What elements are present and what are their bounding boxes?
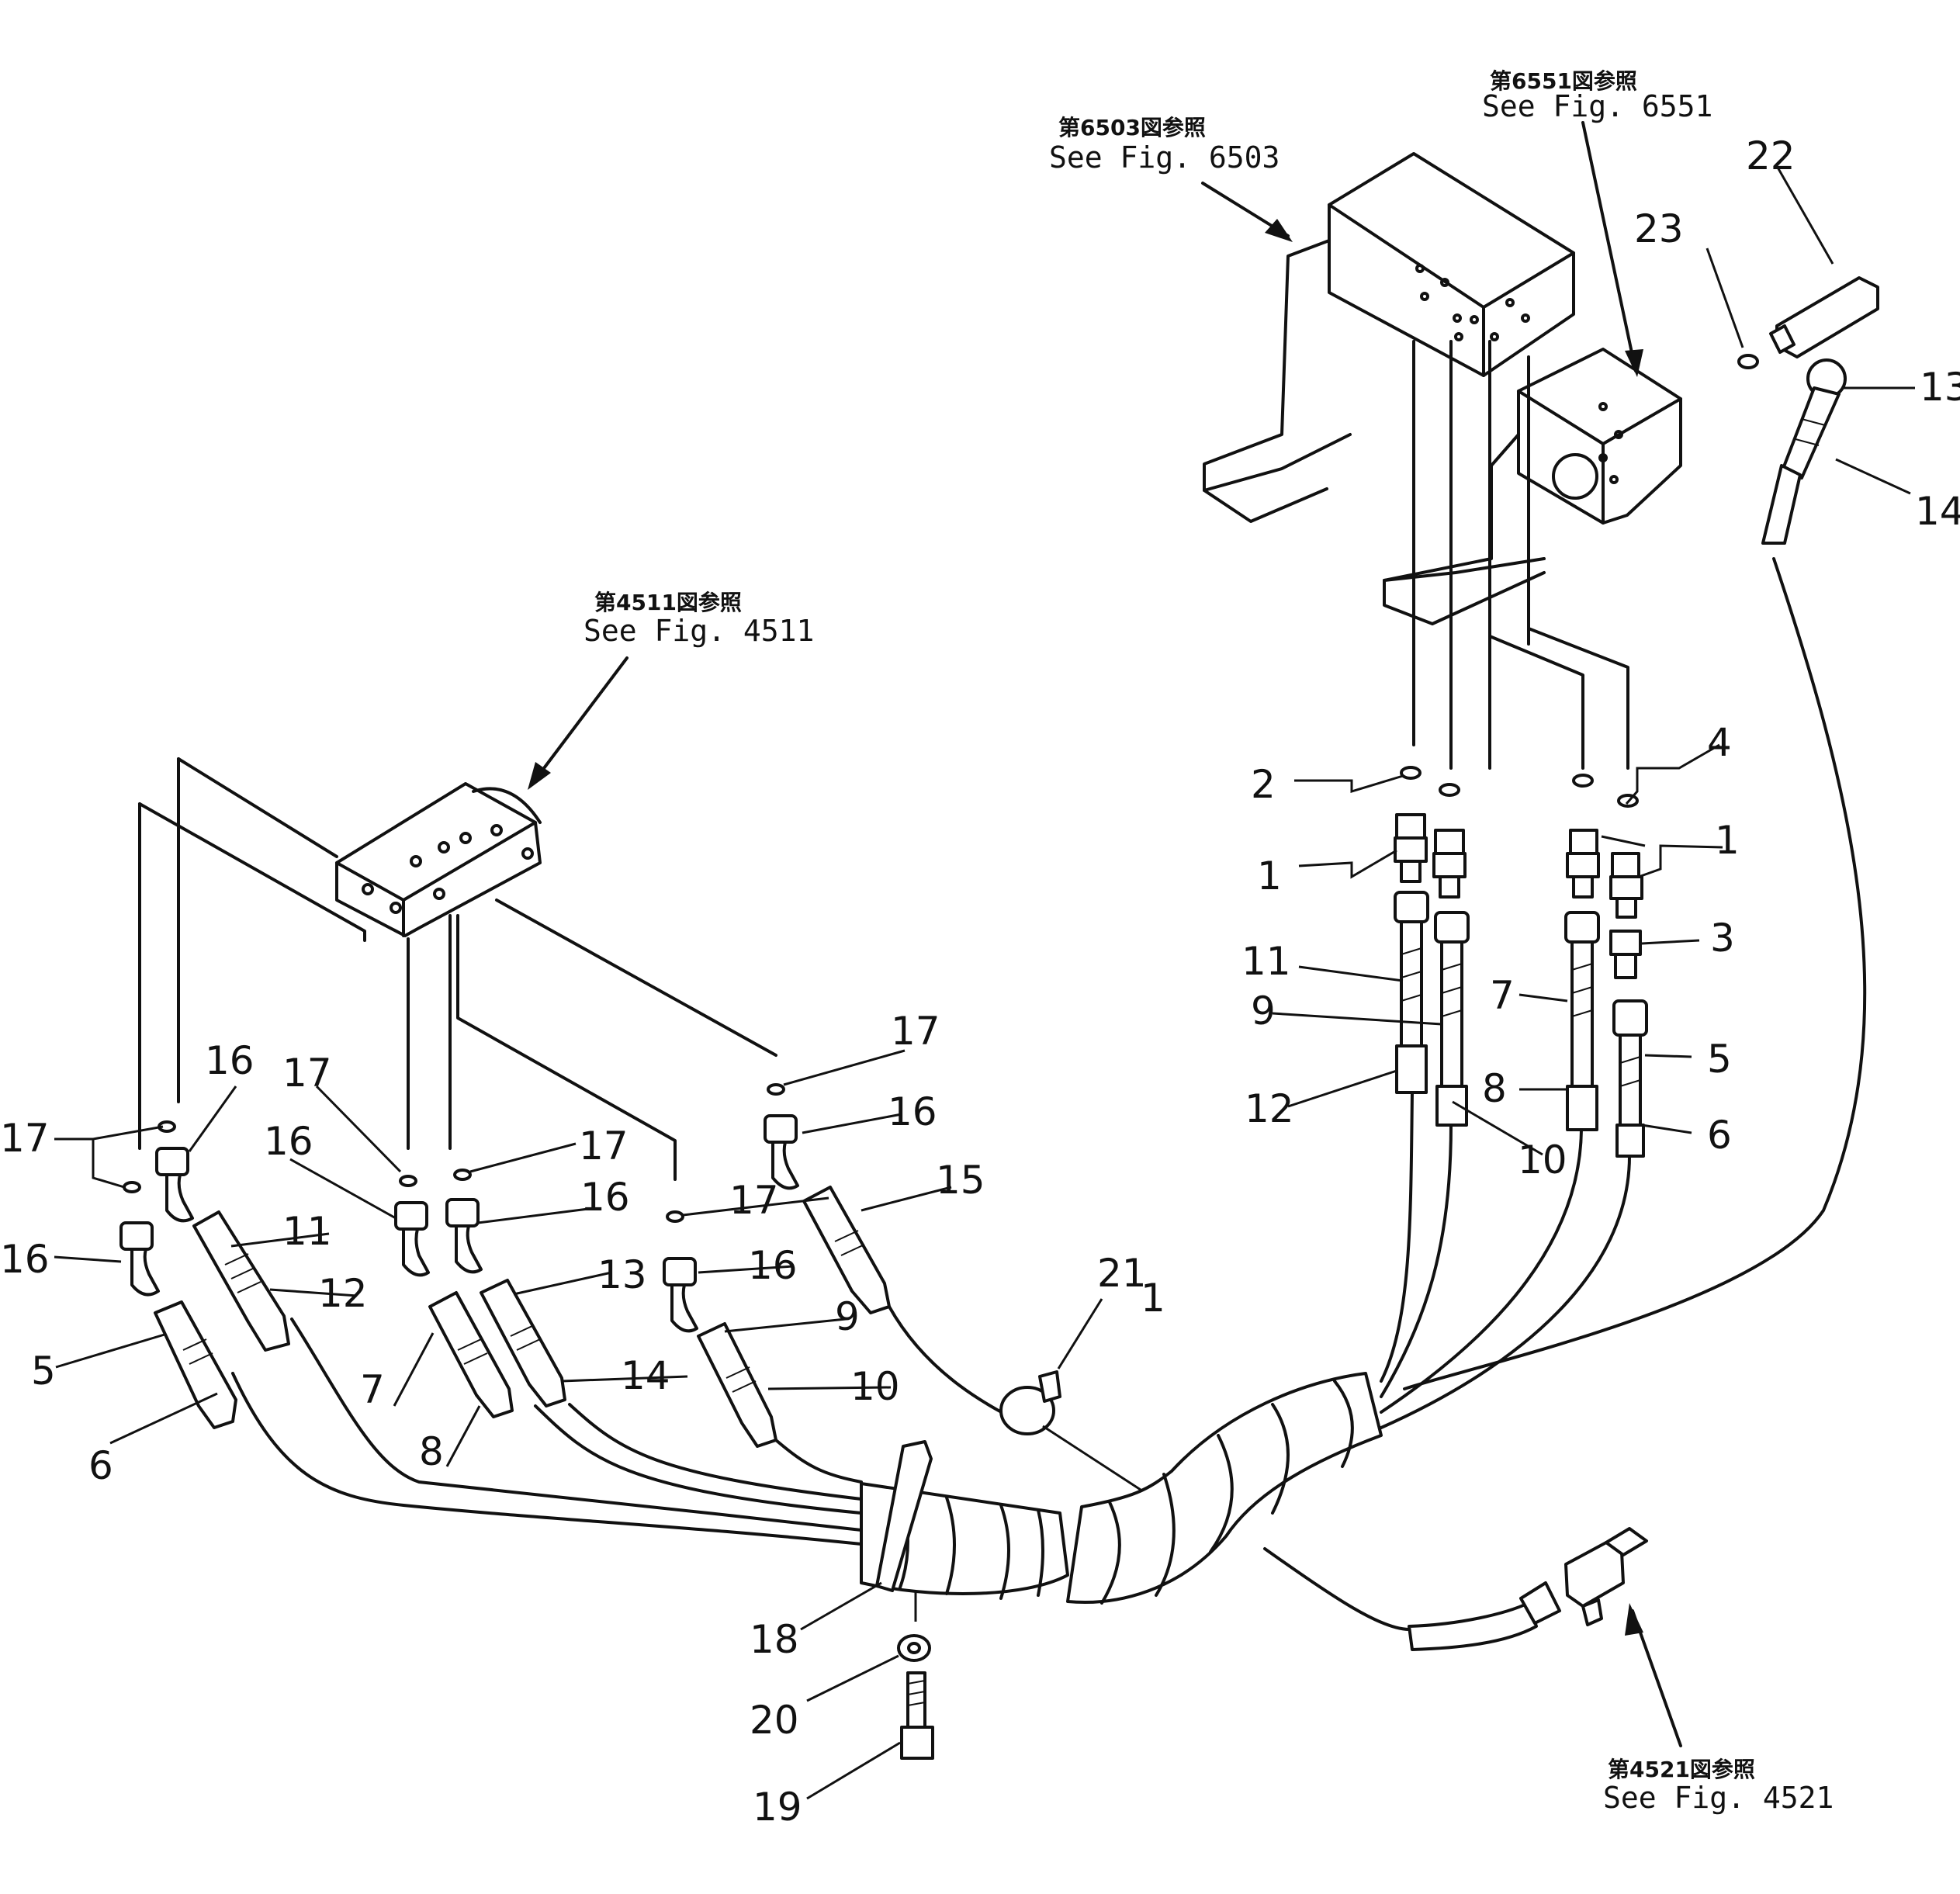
valve-block-6551 — [1383, 348, 1682, 625]
part-number: 1 — [1257, 854, 1282, 899]
routing-lines-right — [1412, 340, 1629, 770]
reference-jp: 第4521図参照 — [1608, 1757, 1755, 1782]
part-number: 16 — [748, 1243, 798, 1288]
reference-jp: 第6503図参照 — [1058, 115, 1206, 140]
part-number: 5 — [1707, 1037, 1732, 1082]
part-number: 6 — [88, 1443, 113, 1488]
part-number: 19 — [753, 1785, 802, 1830]
part-number: 22 — [1746, 133, 1796, 178]
part-number: 1 — [1715, 818, 1740, 863]
part-number: 16 — [580, 1175, 630, 1220]
part-number: 17 — [891, 1009, 940, 1054]
reference-en: See Fig. 4511 — [583, 614, 814, 648]
hose-bundle — [231, 1091, 1648, 1651]
part-number: 20 — [750, 1698, 799, 1743]
part-number: 10 — [850, 1364, 900, 1409]
part-number: 8 — [419, 1429, 444, 1474]
part-number: 7 — [360, 1367, 385, 1412]
part-number: 10 — [1518, 1137, 1567, 1182]
reference-4511: 第4511図参照 See Fig. 4511 — [583, 590, 814, 648]
part-number: 17 — [0, 1116, 50, 1161]
part-number: 18 — [750, 1617, 799, 1662]
part-number: 13 — [597, 1252, 647, 1297]
valve-block-4511 — [138, 757, 542, 942]
part-number: 16 — [888, 1089, 937, 1134]
reference-en: See Fig. 6551 — [1482, 89, 1712, 123]
reference-en: See Fig. 6503 — [1049, 140, 1280, 175]
part-number: 15 — [936, 1158, 985, 1203]
bolt-19-washer-20 — [897, 1591, 934, 1760]
part-number: 9 — [1251, 989, 1276, 1034]
part-number: 11 — [1241, 939, 1291, 984]
part-number: 17 — [579, 1124, 629, 1169]
reference-en: See Fig. 4521 — [1603, 1781, 1834, 1815]
part-number: 7 — [1490, 973, 1515, 1018]
reference-4521: 第4521図参照 See Fig. 4521 — [1603, 1757, 1834, 1815]
reference-jp: 第6551図参照 — [1490, 68, 1637, 94]
part-number: 14 — [621, 1353, 670, 1398]
part-number: 16 — [0, 1237, 50, 1282]
part-number: 3 — [1710, 916, 1735, 961]
part-number: 5 — [31, 1349, 56, 1394]
leader-lines — [54, 165, 1915, 1800]
part-number: 17 — [282, 1051, 332, 1096]
part-number: 16 — [264, 1119, 313, 1164]
valve-block-6503 — [1203, 152, 1575, 523]
part-number: 17 — [729, 1178, 779, 1223]
left-fittings — [119, 1083, 891, 1448]
part-number: 6 — [1707, 1113, 1732, 1158]
part-number: 4 — [1707, 720, 1732, 765]
reference-jp: 第4511図参照 — [594, 590, 742, 615]
part-number: 11 — [282, 1209, 332, 1254]
part-number: 13 — [1920, 365, 1960, 410]
upper-right-parts — [1403, 276, 1879, 1390]
part-number: 23 — [1634, 206, 1684, 251]
reference-6551: 第6551図参照 See Fig. 6551 — [1482, 68, 1712, 123]
part-number: 9 — [835, 1294, 860, 1339]
right-fittings — [1394, 766, 1648, 1158]
reference-arrows — [528, 121, 1682, 1747]
routing-lines-left — [138, 757, 777, 1181]
part-numbers: 1 1 1 2 3 4 5 5 6 6 7 7 8 8 9 9 10 10 11… — [0, 133, 1960, 1830]
reference-6503: 第6503図参照 See Fig. 6503 — [1049, 115, 1280, 175]
part-number: 8 — [1482, 1066, 1507, 1111]
part-number: 2 — [1251, 762, 1276, 807]
part-number: 14 — [1915, 489, 1960, 534]
part-number: 21 — [1097, 1251, 1147, 1296]
part-number: 12 — [1245, 1086, 1294, 1131]
part-number: 16 — [205, 1038, 255, 1083]
clamp-21 — [999, 1370, 1061, 1435]
part-number: 12 — [318, 1271, 368, 1316]
part-number: 1 — [1141, 1276, 1165, 1321]
